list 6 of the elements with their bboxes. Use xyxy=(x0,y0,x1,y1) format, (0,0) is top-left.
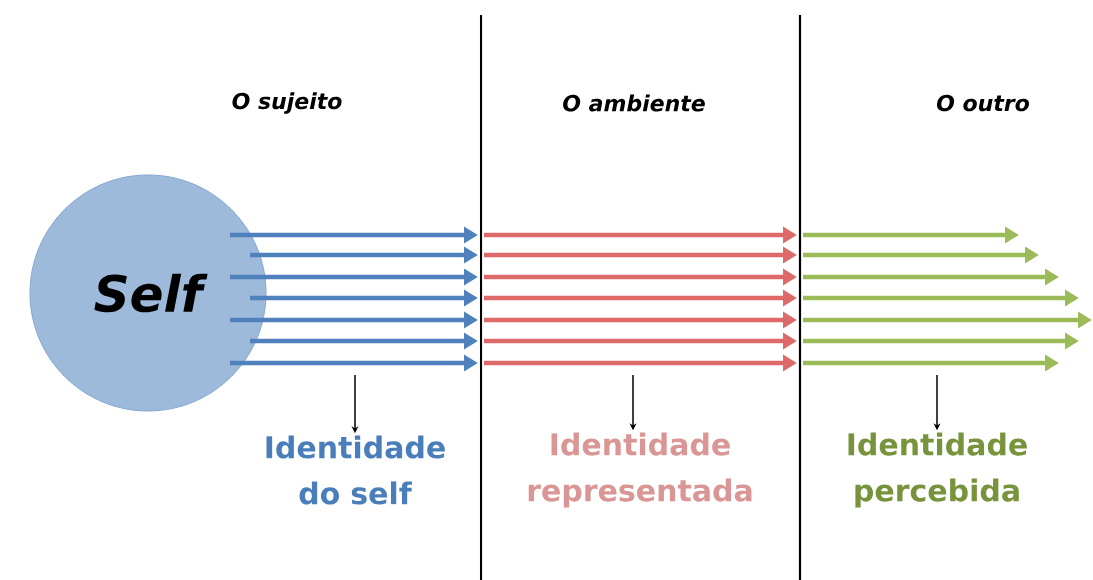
column-heading: O sujeito xyxy=(232,92,342,114)
identity-label: Identidade do self xyxy=(266,435,445,505)
column-heading: O outro xyxy=(937,94,1029,112)
identity-label: Identidade representada xyxy=(528,432,752,508)
identity-label: Identidade percebida xyxy=(848,432,1027,508)
column-heading: O ambiente xyxy=(563,94,705,112)
